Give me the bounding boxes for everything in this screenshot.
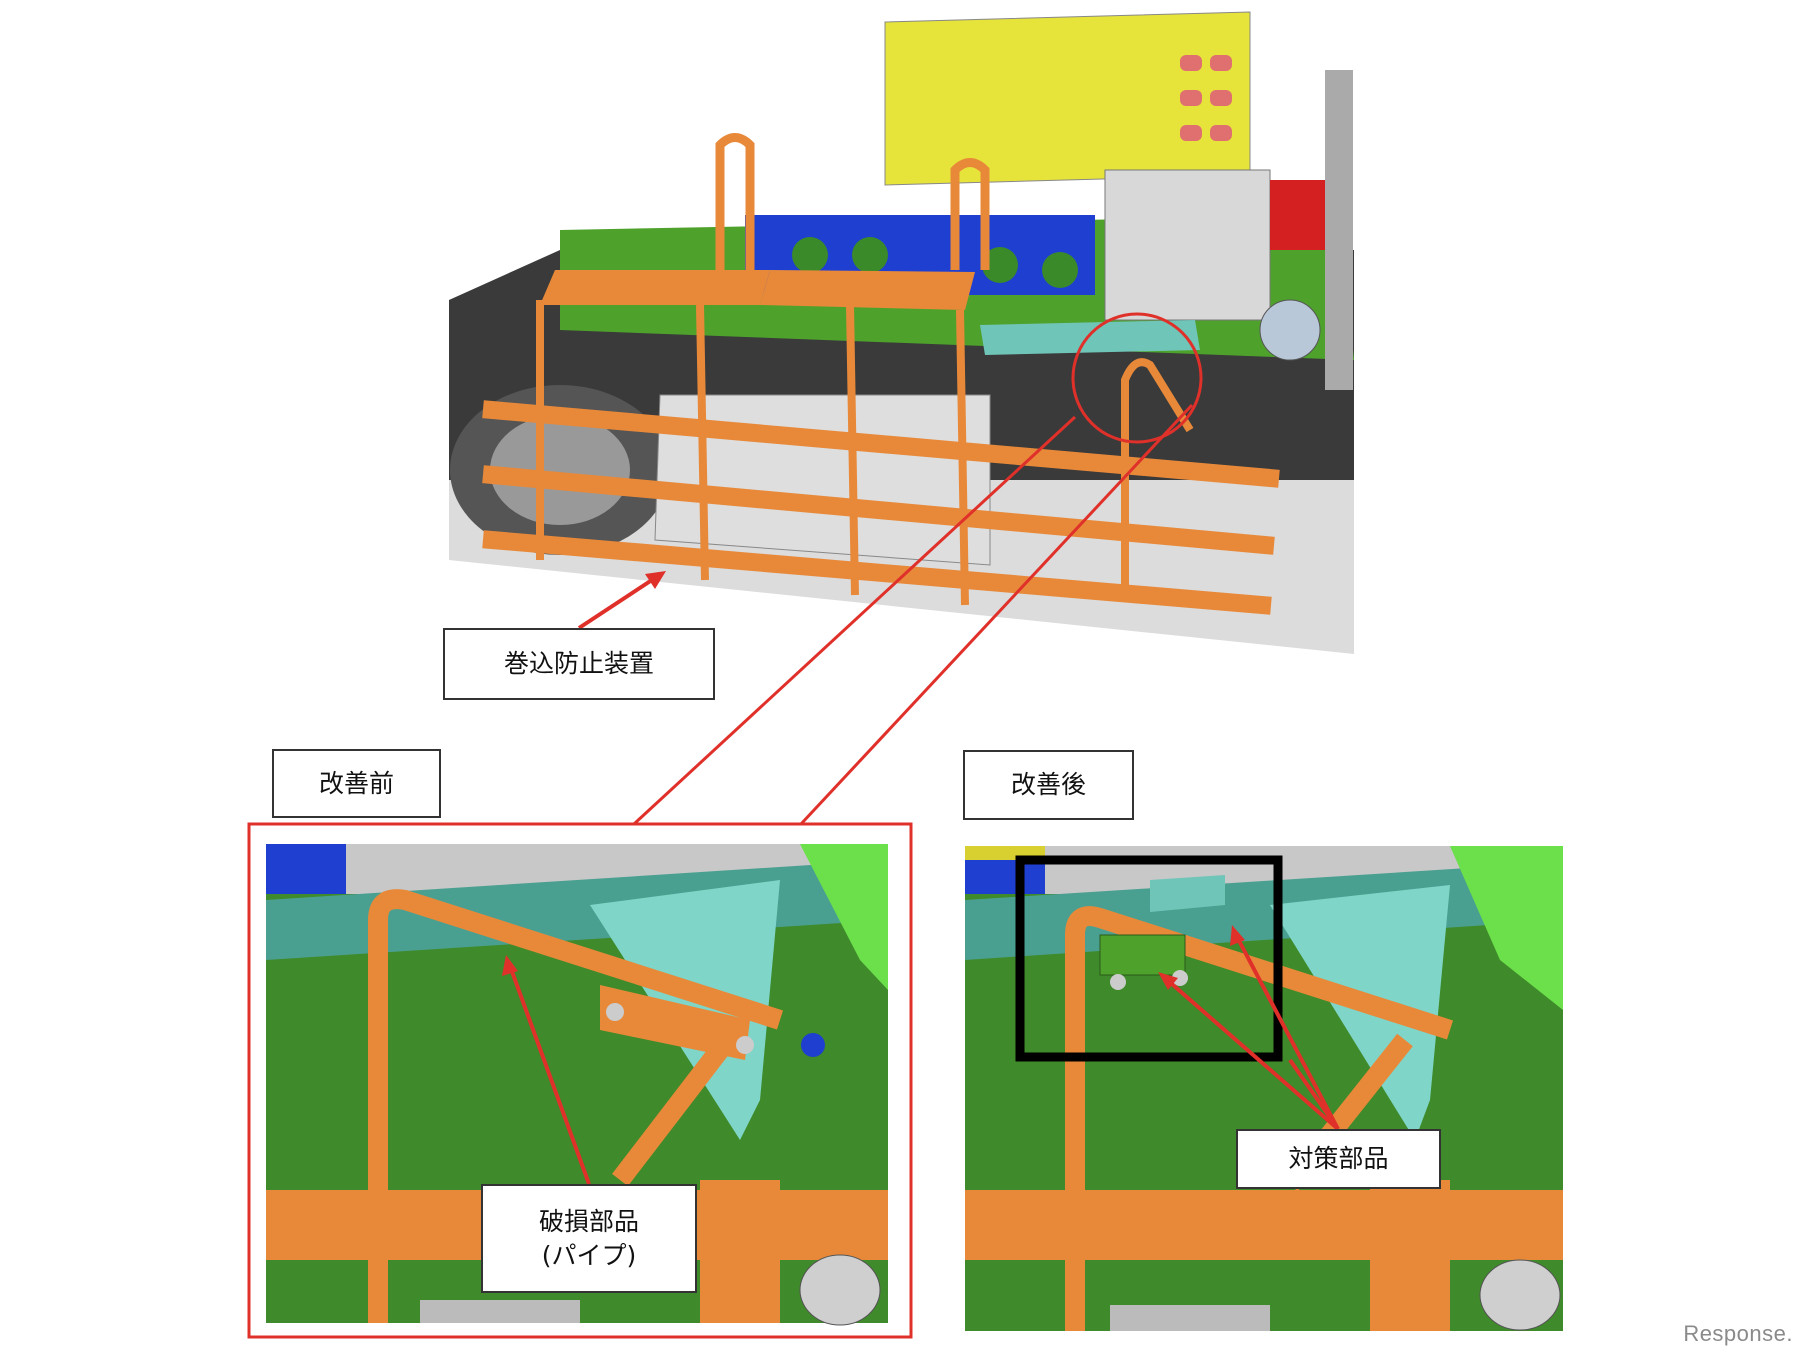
countermeasure-highlight-box: [1015, 855, 1283, 1062]
response-watermark: Response.: [1683, 1321, 1793, 1346]
countermeasure-part-label-text: 対策部品: [1288, 1144, 1389, 1174]
damaged-part-label-line1: 破損部品: [538, 1206, 639, 1236]
device-label: 巻込防止装置: [443, 628, 715, 700]
zoom-callout-lines: [247, 403, 1194, 1339]
damaged-part-label: 破損部品 (パイプ): [481, 1184, 697, 1293]
damaged-part-arrow: [502, 955, 591, 1185]
device-label-text: 巻込防止装置: [503, 649, 654, 679]
before-label: 改善前: [272, 749, 441, 818]
vehicle-side-illustration: [449, 11, 1354, 654]
countermeasure-bracket: [1150, 875, 1225, 912]
highlight-circle: [1071, 312, 1203, 444]
device-arrow: [577, 571, 666, 630]
after-label: 改善後: [963, 750, 1134, 820]
damaged-part-label-line2: (パイプ): [541, 1240, 637, 1270]
side-guard-rails: [482, 400, 1280, 615]
countermeasure-part-label: 対策部品: [1236, 1129, 1441, 1189]
grey-box: [1104, 169, 1271, 321]
after-inset-image: [965, 846, 1563, 1331]
after-label-text: 改善後: [1010, 770, 1086, 800]
before-label-text: 改善前: [318, 768, 394, 798]
countermeasure-block: [1099, 934, 1186, 976]
countermeasure-arrows: [1163, 934, 1340, 1131]
